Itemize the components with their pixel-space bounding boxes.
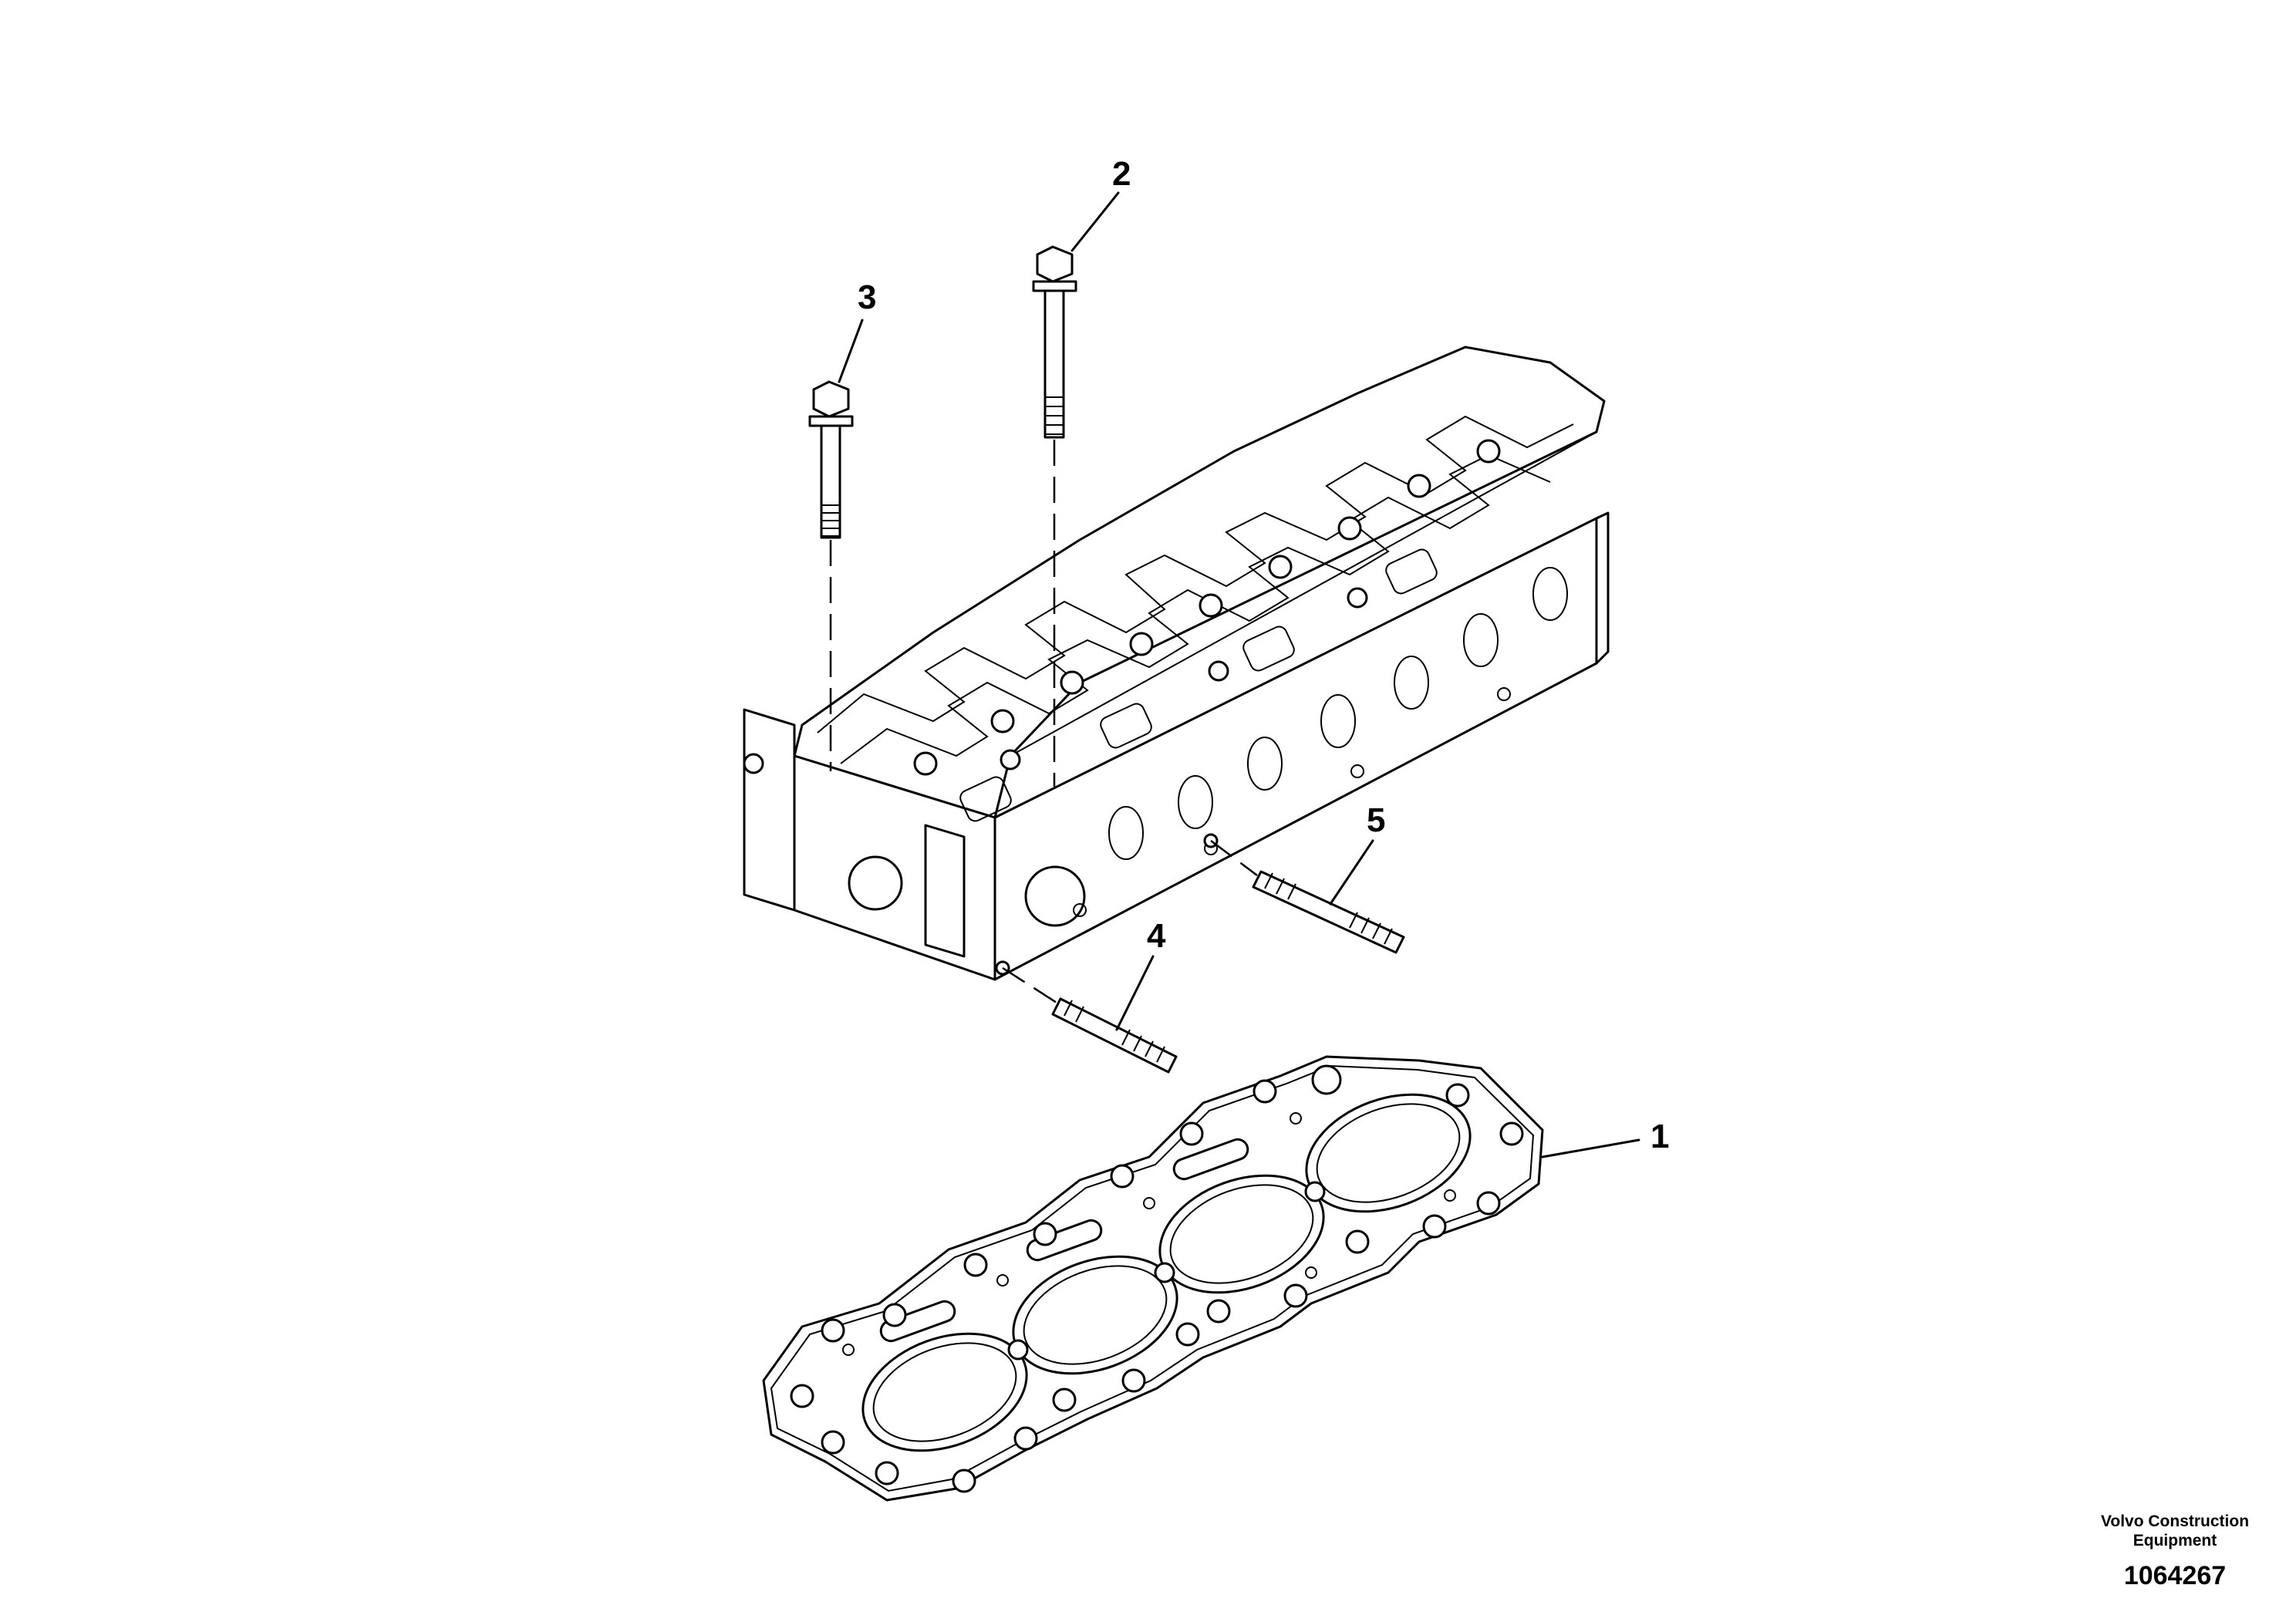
callout-5: 5	[1367, 801, 1385, 839]
stud-5-guide-line	[1210, 840, 1258, 876]
callout-1: 1	[1650, 1118, 1669, 1155]
part-number: 1064267	[2123, 1561, 2227, 1590]
cylinder-head-gasket	[762, 1055, 1544, 1502]
cylinder-head	[743, 346, 1610, 981]
callout-4: 4	[1147, 917, 1166, 955]
short-flange-bolt	[808, 380, 854, 539]
leader-line-1	[1541, 1138, 1640, 1158]
stud-4-guide-line	[1002, 966, 1057, 1004]
short-stud	[1051, 997, 1178, 1074]
callout-2: 2	[1112, 155, 1131, 193]
long-flange-bolt	[1032, 245, 1077, 439]
leader-line-3	[838, 319, 864, 383]
publisher-label: Volvo Construction Equipment	[2100, 1512, 2250, 1549]
leader-line-2	[1070, 191, 1120, 252]
leader-line-4	[1115, 955, 1155, 1031]
leader-line-5	[1329, 839, 1374, 905]
long-stud	[1252, 870, 1405, 954]
callout-3: 3	[858, 278, 876, 316]
